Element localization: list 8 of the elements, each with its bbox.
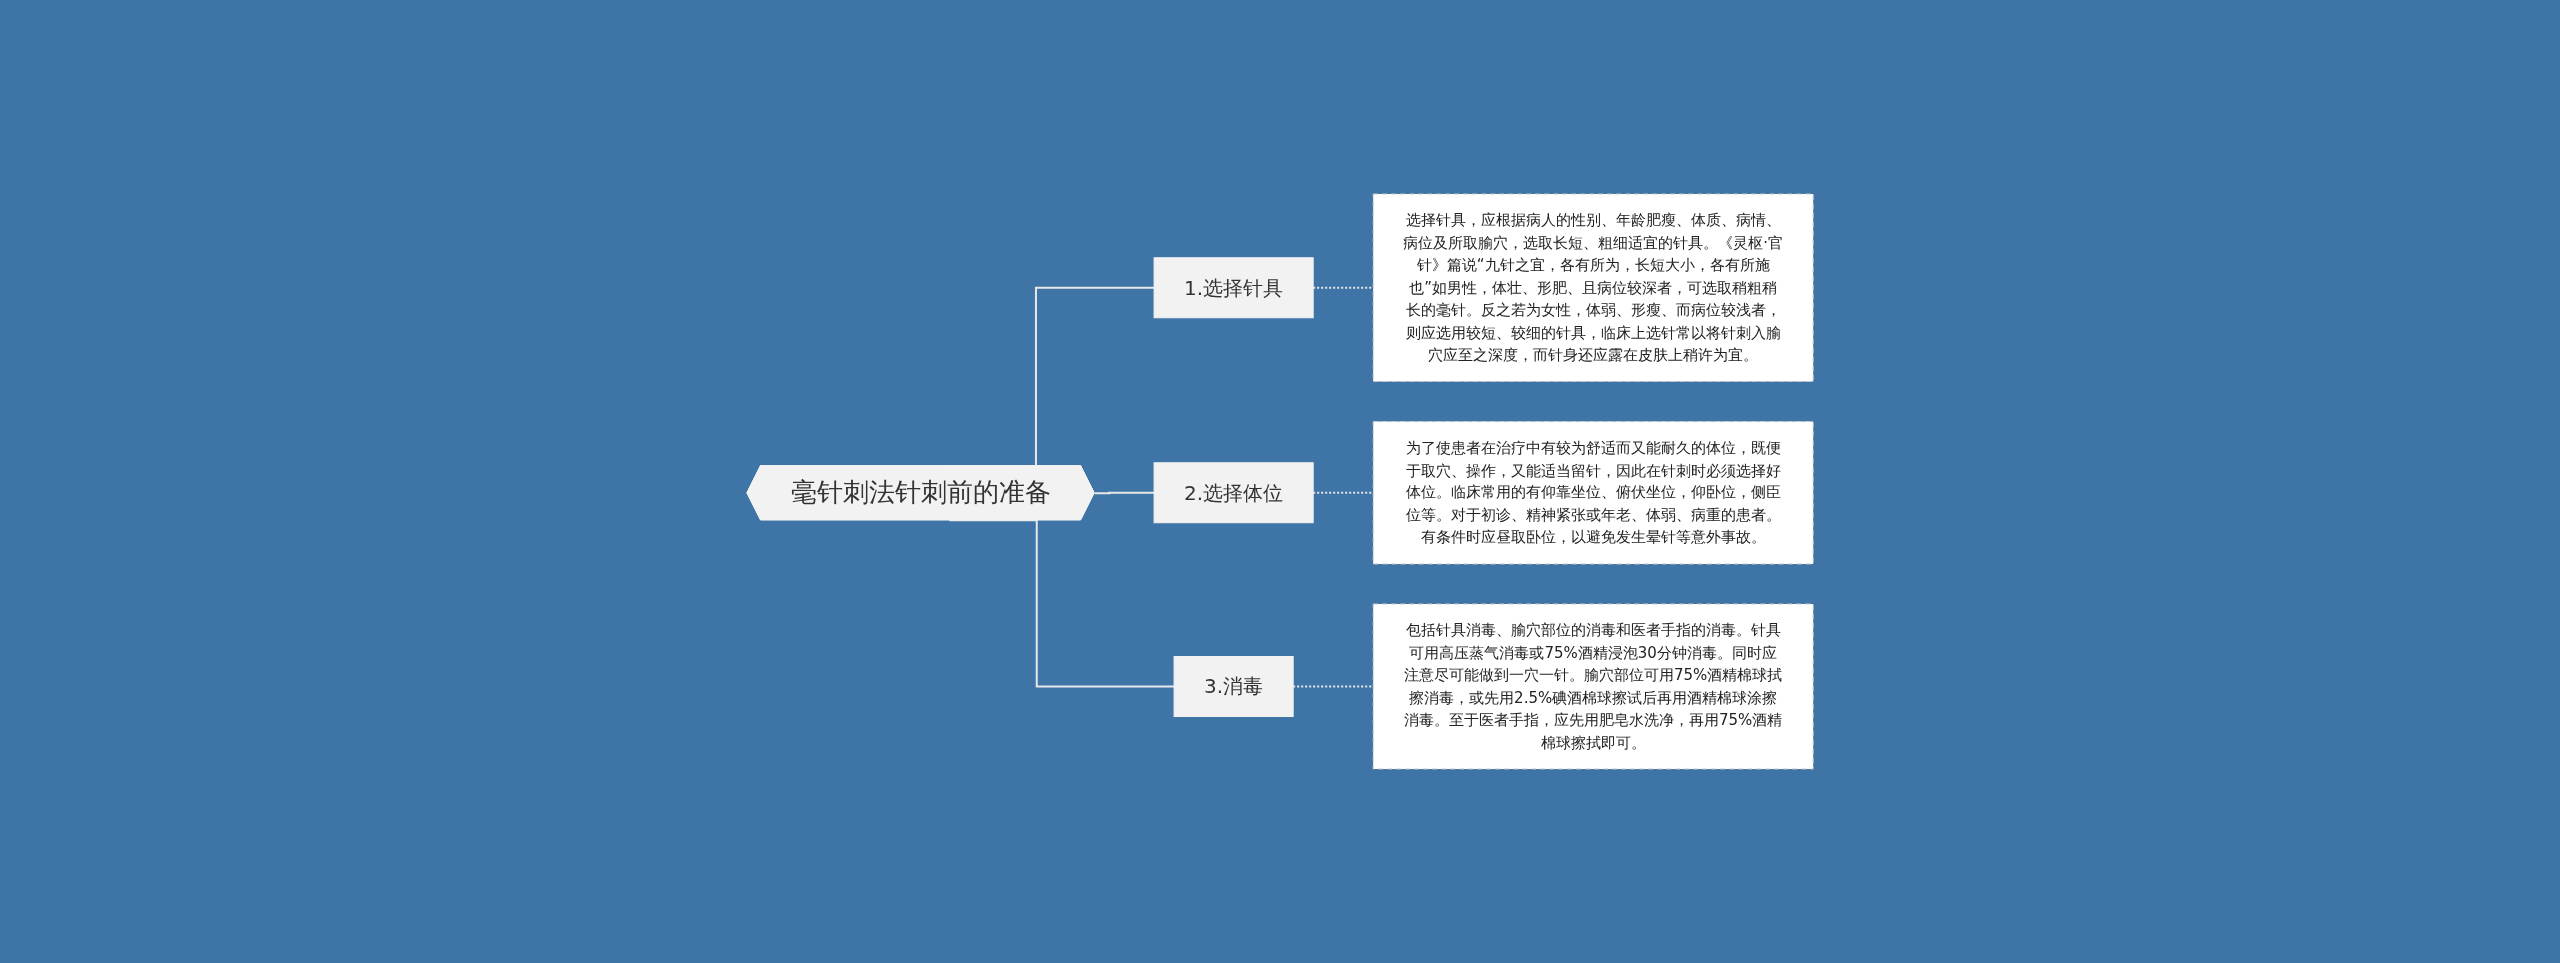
node-box: 包括针具消毒、腧穴部位的消毒和医者手指的消毒。针具可用高压蒸气消毒或75%酒精浸泡30分钟消毒。同时应注意尽可能做到一穴一针。腧穴部位可用75%酒精棉球拭擦消毒，或先用2.5%碘酒棉球擦试后再用酒精棉球涂擦消毒。至于医者手指，应先用肥皂水洗净，再用75%酒精棉球擦拭即可。 bbox=[1372, 603, 1814, 770]
node-box: 3.消毒 bbox=[1173, 656, 1294, 717]
node-box: 2.选择体位 bbox=[1153, 462, 1314, 524]
connector bbox=[1093, 491, 1155, 495]
node-box: 选择针具，应根据病人的性别、年龄肥瘦、体质、病情、病位及所取腧穴，选取长短、粗细适宜的针具。《灵枢·官针》篇说“九针之宜，各有所为，长短大小，各有所施也”如男性，体壮、形肥、且病位较深者，可选取稍粗稍长的毫针。反之若为女性，体弱、形瘦、而病位较浅者，则应选用较短、较细的针具，临床上选针常以将针刺入腧穴应至之深度，而针身还应露在皮肤上稍许为宜。 bbox=[1372, 193, 1814, 382]
node-box: 为了使患者在治疗中有较为舒适而又能耐久的体位，既便于取穴、操作，又能适当留针，因此在针刺时必须选择好体位。临床常用的有仰靠坐位、俯伏坐位，仰卧位，侧臣位等。对于初诊、精神紧张或年老、体弱、病重的患者。有条件时应昼取卧位，以避免发生晕针等意外事故。 bbox=[1372, 421, 1814, 565]
connector bbox=[948, 519, 1175, 688]
node-box: 1.选择针具 bbox=[1153, 257, 1314, 319]
